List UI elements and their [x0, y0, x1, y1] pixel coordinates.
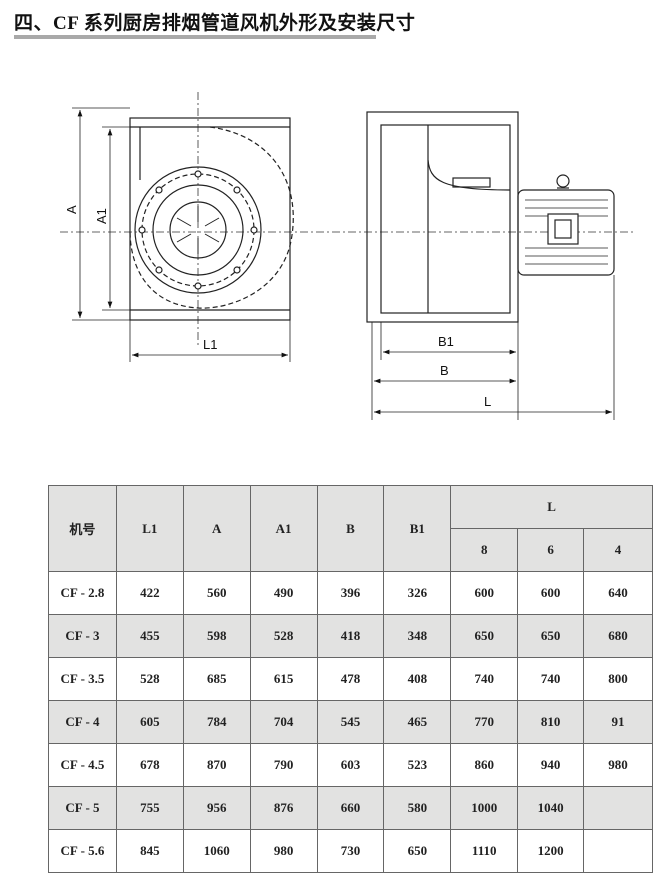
table-cell: 1110 [450, 829, 519, 873]
cell-model: CF - 4 [48, 700, 117, 744]
table-cell: 860 [450, 743, 519, 787]
cell-model: CF - 3.5 [48, 657, 117, 701]
table-cell: 800 [583, 657, 653, 701]
header-L: L [450, 485, 653, 529]
table-cell: 956 [182, 786, 251, 830]
table-cell: 650 [517, 614, 585, 658]
table-cell: 560 [182, 571, 251, 615]
table-cell: 326 [383, 571, 452, 615]
header-B: B [316, 485, 385, 572]
table-cell: 490 [249, 571, 318, 615]
table-cell: 1060 [182, 829, 251, 873]
table-cell: 396 [316, 571, 385, 615]
header-A1: A1 [249, 485, 318, 572]
dim-label-B1: B1 [438, 334, 454, 349]
table-cell: 845 [115, 829, 184, 873]
table-cell: 615 [249, 657, 318, 701]
fan-dimension-drawing: A A1 L1 B1 B L [60, 92, 636, 420]
table-cell: 660 [316, 786, 385, 830]
table-cell: 1000 [450, 786, 519, 830]
table-cell: 870 [182, 743, 251, 787]
table-cell: 704 [249, 700, 318, 744]
dim-label-L: L [484, 394, 491, 409]
table-cell: 580 [383, 786, 452, 830]
dim-label-L1: L1 [203, 337, 217, 352]
table-cell: 940 [517, 743, 585, 787]
table-cell: 980 [583, 743, 653, 787]
table-cell: 348 [383, 614, 452, 658]
center-lines [60, 92, 636, 345]
table-cell: 603 [316, 743, 385, 787]
table-cell: 598 [182, 614, 251, 658]
cell-model: CF - 4.5 [48, 743, 117, 787]
header-A: A [182, 485, 251, 572]
header-L1: L1 [115, 485, 184, 572]
table-cell: 465 [383, 700, 452, 744]
table-cell: 784 [182, 700, 251, 744]
front-view [129, 117, 294, 321]
page-title: 四、CF 系列厨房排烟管道风机外形及安装尺寸 [14, 13, 416, 34]
table-cell: 528 [249, 614, 318, 658]
table-cell: 600 [450, 571, 519, 615]
table-cell [583, 829, 653, 873]
table-cell: 408 [383, 657, 452, 701]
table-cell: 740 [517, 657, 585, 701]
header-L-4: 4 [583, 528, 653, 572]
table-cell: 650 [450, 614, 519, 658]
table-cell: 740 [450, 657, 519, 701]
table-cell: 980 [249, 829, 318, 873]
dim-label-B: B [440, 363, 449, 378]
table-cell: 876 [249, 786, 318, 830]
table-cell: 1200 [517, 829, 585, 873]
title-underline [14, 35, 376, 39]
table-cell: 528 [115, 657, 184, 701]
table-cell: 770 [450, 700, 519, 744]
table-cell: 685 [182, 657, 251, 701]
header-L-6: 6 [517, 528, 585, 572]
cell-model: CF - 5 [48, 786, 117, 830]
dim-label-A1: A1 [94, 208, 109, 224]
table-cell: 730 [316, 829, 385, 873]
table-cell: 755 [115, 786, 184, 830]
table-cell: 422 [115, 571, 184, 615]
table-cell: 91 [583, 700, 653, 744]
table-cell: 455 [115, 614, 184, 658]
table-cell: 680 [583, 614, 653, 658]
table-cell: 605 [115, 700, 184, 744]
table-cell: 1040 [517, 786, 585, 830]
cell-model: CF - 3 [48, 614, 117, 658]
table-cell [583, 786, 653, 830]
side-view [366, 111, 615, 323]
table-cell: 600 [517, 571, 585, 615]
header-L-8: 8 [450, 528, 519, 572]
cell-model: CF - 2.8 [48, 571, 117, 615]
table-cell: 678 [115, 743, 184, 787]
table-cell: 545 [316, 700, 385, 744]
table-cell: 790 [249, 743, 318, 787]
cell-model: CF - 5.6 [48, 829, 117, 873]
table-cell: 650 [383, 829, 452, 873]
dim-label-A: A [64, 205, 79, 214]
motor [517, 189, 615, 276]
table-cell: 523 [383, 743, 452, 787]
table-cell: 640 [583, 571, 653, 615]
header-B1: B1 [383, 485, 452, 572]
table-cell: 418 [316, 614, 385, 658]
header-model: 机号 [48, 485, 117, 572]
table-cell: 810 [517, 700, 585, 744]
table-cell: 478 [316, 657, 385, 701]
